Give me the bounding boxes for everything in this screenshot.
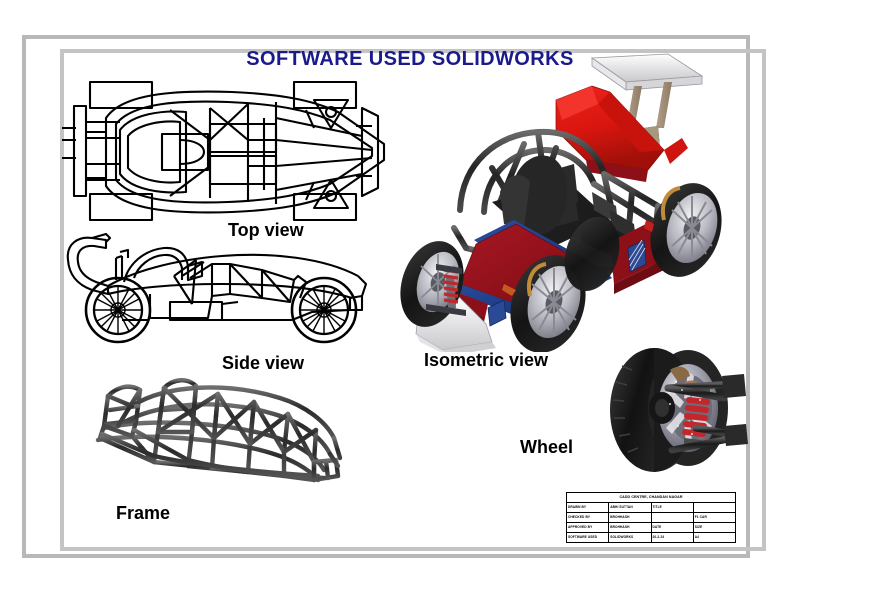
drawn-by-label: DRAWN BY (565, 502, 610, 513)
wheel-rear-left (510, 255, 586, 352)
title-block-company: CADD CENTRE, CHANDAN NAGAR (566, 492, 736, 503)
title-blank (650, 512, 694, 523)
size-label: SIZE (692, 522, 737, 533)
isometric-view-drawing (400, 53, 722, 352)
wheel-front-left (400, 241, 466, 327)
date-value: 20-2-24 (650, 532, 694, 543)
frame-label: Frame (116, 503, 171, 523)
title-spacer (692, 502, 737, 513)
software-used-value: SOLIDWORKS (608, 532, 652, 543)
date-label: DATE (650, 522, 694, 533)
checked-by-value: BROHHASH (608, 512, 652, 523)
wheel-front-right (564, 216, 620, 292)
wheel-detail-drawing (610, 348, 748, 472)
wheel-label: Wheel (520, 437, 574, 457)
title-block: CADD CENTRE, CHANDAN NAGAR DRAWN BY ABHI… (565, 492, 737, 543)
drawn-by-value: ABHI SUTTAN (608, 502, 652, 513)
side-view-drawing (66, 232, 368, 344)
checked-by-label: CHECKED BY (565, 512, 610, 523)
sheet-inner-border (60, 49, 766, 551)
title-block-header-row: CADD CENTRE, CHANDAN NAGAR (566, 492, 736, 503)
approved-by-value: BROHHASH (608, 522, 652, 533)
title-value: F1 CAR (692, 512, 737, 523)
page-title: SOFTWARE USED SOLIDWORKS (246, 48, 574, 70)
approved-by-label: APPROVED BY (565, 522, 610, 533)
size-value: A4 (692, 532, 737, 543)
table-row: DRAWN BY ABHI SUTTAN TITLE (565, 502, 737, 513)
wheel-rear-right (650, 183, 722, 277)
table-row: SOFTWARE USED SOLIDWORKS 20-2-24 A4 (565, 532, 737, 543)
frame-drawing (95, 378, 343, 483)
isometric-view-label: Isometric view (424, 350, 549, 370)
software-used-label: SOFTWARE USED (565, 532, 610, 543)
table-row: CHECKED BY BROHHASH F1 CAR (565, 512, 737, 523)
top-view-drawing (62, 80, 386, 222)
table-row: APPROVED BY BROHHASH DATE SIZE (565, 522, 737, 533)
top-view-label: Top view (228, 220, 304, 240)
title-label: TITLE (650, 502, 694, 513)
side-view-label: Side view (222, 353, 305, 373)
